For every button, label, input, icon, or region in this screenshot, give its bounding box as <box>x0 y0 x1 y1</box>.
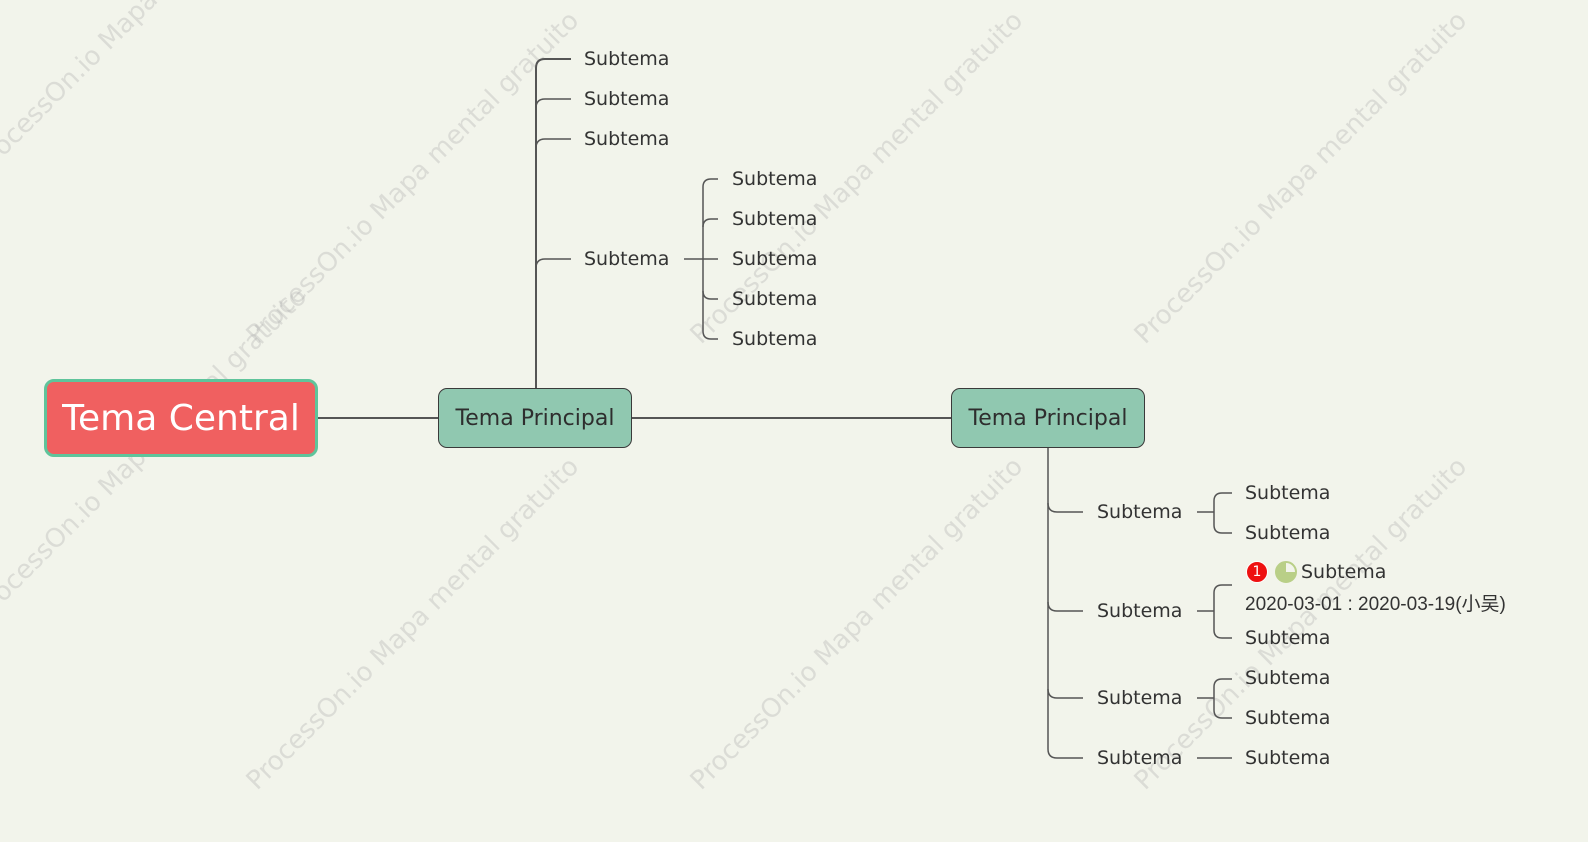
subtopic-child[interactable]: Subtema <box>732 168 818 190</box>
connector-m2s3-bracket <box>1213 678 1232 719</box>
central-topic[interactable]: Tema Central <box>44 379 318 457</box>
progress-pie-icon <box>1275 561 1297 583</box>
subtopic[interactable]: Subtema <box>1097 687 1183 709</box>
subtopic[interactable]: Subtema <box>584 48 670 70</box>
connector-sub4-bracket <box>702 178 718 340</box>
subtopic[interactable]: Subtema <box>1097 747 1183 769</box>
subtopic-child[interactable]: Subtema <box>1245 522 1331 544</box>
subtopic[interactable]: Subtema <box>584 128 670 150</box>
main-topic-2[interactable]: Tema Principal <box>951 388 1145 448</box>
subtopic[interactable]: Subtema <box>1097 600 1183 622</box>
connector-main2-sub1 <box>1047 502 1083 513</box>
subtopic-child[interactable]: Subtema <box>1245 747 1331 769</box>
subtopic-child[interactable]: Subtema <box>732 208 818 230</box>
main-topic-1[interactable]: Tema Principal <box>438 388 632 448</box>
subtopic-child[interactable]: Subtema <box>1245 627 1331 649</box>
subtopic[interactable]: Subtema <box>1097 501 1183 523</box>
connector-main2-trunk <box>1047 448 1083 759</box>
connector-m2s1-bracket <box>1213 492 1232 534</box>
connector-main1-sub3 <box>535 138 571 149</box>
connector-main2-sub2 <box>1047 601 1083 612</box>
priority-1-icon: 1 <box>1246 561 1268 583</box>
subtopic-child[interactable]: Subtema <box>732 328 818 350</box>
connector-sub4-child2 <box>702 218 718 228</box>
connector-main2-sub3 <box>1047 688 1083 699</box>
subtopic[interactable]: Subtema <box>584 88 670 110</box>
connector-main1-trunk <box>535 58 571 388</box>
subtopic-child[interactable]: Subtema <box>1245 667 1331 689</box>
connector-m2s2-bracket <box>1213 584 1232 639</box>
connector-main1-sub2 <box>535 98 571 109</box>
subtopic-child[interactable]: Subtema <box>1245 482 1331 504</box>
subtopic-child[interactable]: Subtema <box>1301 561 1387 583</box>
subtopic-child[interactable]: Subtema <box>1245 707 1331 729</box>
task-date-range: 2020-03-01 : 2020-03-19(小吴) <box>1245 594 1506 615</box>
connector-sub4-child4 <box>702 290 718 300</box>
subtopic[interactable]: Subtema <box>584 248 670 270</box>
subtopic-child[interactable]: Subtema <box>732 248 818 270</box>
subtopic-child[interactable]: Subtema <box>732 288 818 310</box>
connector-main1-sub4 <box>535 258 571 269</box>
